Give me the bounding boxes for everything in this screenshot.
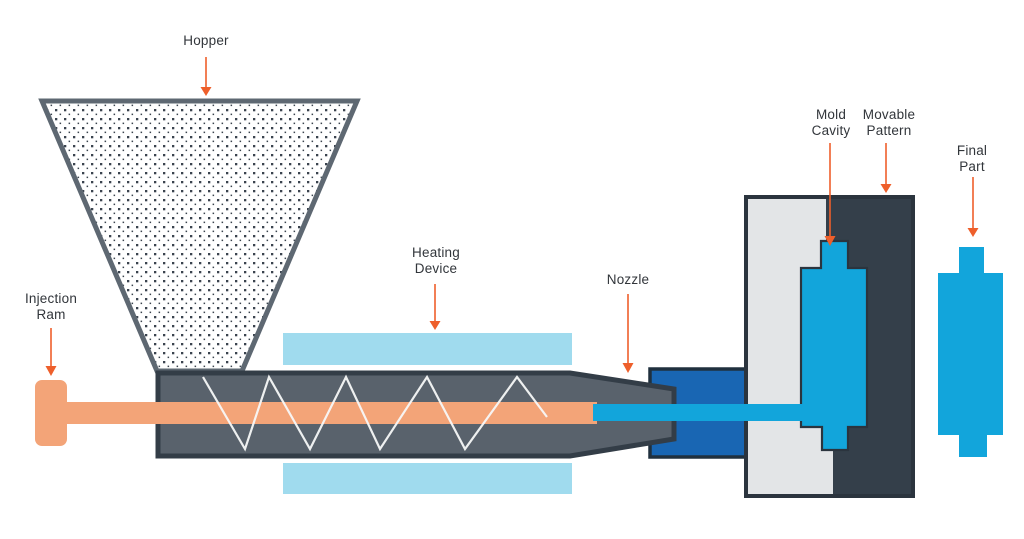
injection-ram-head — [35, 380, 67, 446]
nozzle-arrow — [622, 294, 634, 373]
hopper-arrow — [200, 57, 212, 96]
final-part-arrow — [967, 177, 979, 237]
hopper-funnel — [38, 98, 361, 374]
hopper-label: Hopper — [183, 33, 229, 48]
final-part-label: Final Part — [956, 143, 988, 174]
nozzle-arrowhead-icon — [622, 363, 634, 373]
heating-device-arrow — [429, 284, 441, 330]
movable-pattern-arrow — [880, 143, 892, 193]
mold-cavity-arrow — [824, 143, 836, 246]
hopper-arrowhead-icon — [200, 87, 212, 96]
heating-device-label: Heating Device — [412, 245, 460, 276]
mold-cavity-arrowhead-icon — [824, 236, 836, 246]
movable-pattern-plate — [826, 197, 913, 496]
heating-device-arrowhead-icon — [429, 321, 441, 330]
mold-cavity-part — [799, 239, 869, 452]
melt-stream — [593, 404, 803, 421]
injection-ram-arrowhead-icon — [45, 366, 57, 376]
heating-device-bottom-band — [283, 463, 572, 494]
injection-ram-label: Injection Ram — [24, 291, 78, 322]
mold-cavity-label: Mold Cavity — [811, 107, 851, 138]
movable-pattern-label: Movable Pattern — [862, 107, 916, 138]
screw-icon — [202, 374, 548, 452]
nozzle-label: Nozzle — [606, 272, 650, 287]
final-part-arrowhead-icon — [967, 228, 979, 237]
movable-pattern-arrowhead-icon — [880, 184, 892, 193]
injection-ram-rod — [62, 402, 597, 424]
heating-device-top-band — [283, 333, 572, 365]
final-part-shape — [938, 247, 1003, 457]
injection-ram-arrow — [45, 328, 57, 376]
